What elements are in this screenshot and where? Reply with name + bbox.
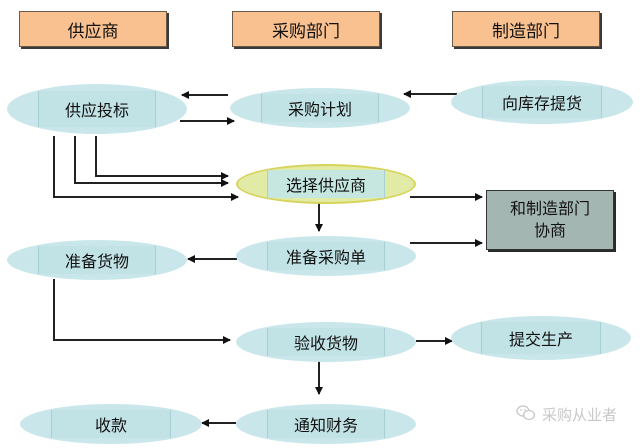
node-label-line2: 协商 <box>533 221 566 240</box>
node-label: 供应投标 <box>38 91 156 127</box>
node-supplier-bid: 供应投标 <box>7 84 187 134</box>
node-label: 验收货物 <box>267 327 385 357</box>
node-prepare-goods: 准备货物 <box>7 240 187 280</box>
lane-header-supplier: 供应商 <box>19 11 167 47</box>
node-purchase-plan: 采购计划 <box>230 88 410 128</box>
node-select-supplier: 选择供应商 <box>236 164 416 204</box>
lane-header-purchasing: 采购部门 <box>232 11 380 47</box>
wechat-icon <box>516 404 536 425</box>
node-inspect-goods: 验收货物 <box>236 322 416 362</box>
lane-header-label: 供应商 <box>67 21 119 42</box>
node-inventory-pickup: 向库存提货 <box>451 80 633 124</box>
arrow-goods-to-inspect <box>53 279 231 344</box>
watermark-text: 采购从业者 <box>542 406 618 424</box>
arrow-bid-to-select-2 <box>74 136 229 187</box>
lane-header-label: 采购部门 <box>272 21 340 42</box>
node-label: 向库存提货 <box>482 86 602 118</box>
arrow-bid-to-select-1 <box>95 136 229 180</box>
node-collect-payment: 收款 <box>20 404 202 444</box>
node-negotiate-manufacturing: 和制造部门 协商 <box>486 190 614 250</box>
lane-header-label: 制造部门 <box>492 21 560 42</box>
lane-header-manufacturing: 制造部门 <box>452 11 600 47</box>
node-label: 选择供应商 <box>267 169 385 199</box>
node-submit-production: 提交生产 <box>451 316 631 360</box>
node-label: 提交生产 <box>481 322 601 354</box>
node-label: 准备货物 <box>38 245 156 275</box>
watermark: 采购从业者 <box>516 404 617 425</box>
node-notify-finance: 通知财务 <box>236 404 416 444</box>
node-label: 收款 <box>51 409 171 439</box>
node-label: 采购计划 <box>261 93 379 123</box>
arrow-bid-to-select-3 <box>53 136 239 201</box>
node-label: 准备采购单 <box>267 241 385 271</box>
node-prepare-po: 准备采购单 <box>236 236 416 276</box>
node-label-line1: 和制造部门 <box>509 199 590 218</box>
node-label: 通知财务 <box>267 409 385 439</box>
